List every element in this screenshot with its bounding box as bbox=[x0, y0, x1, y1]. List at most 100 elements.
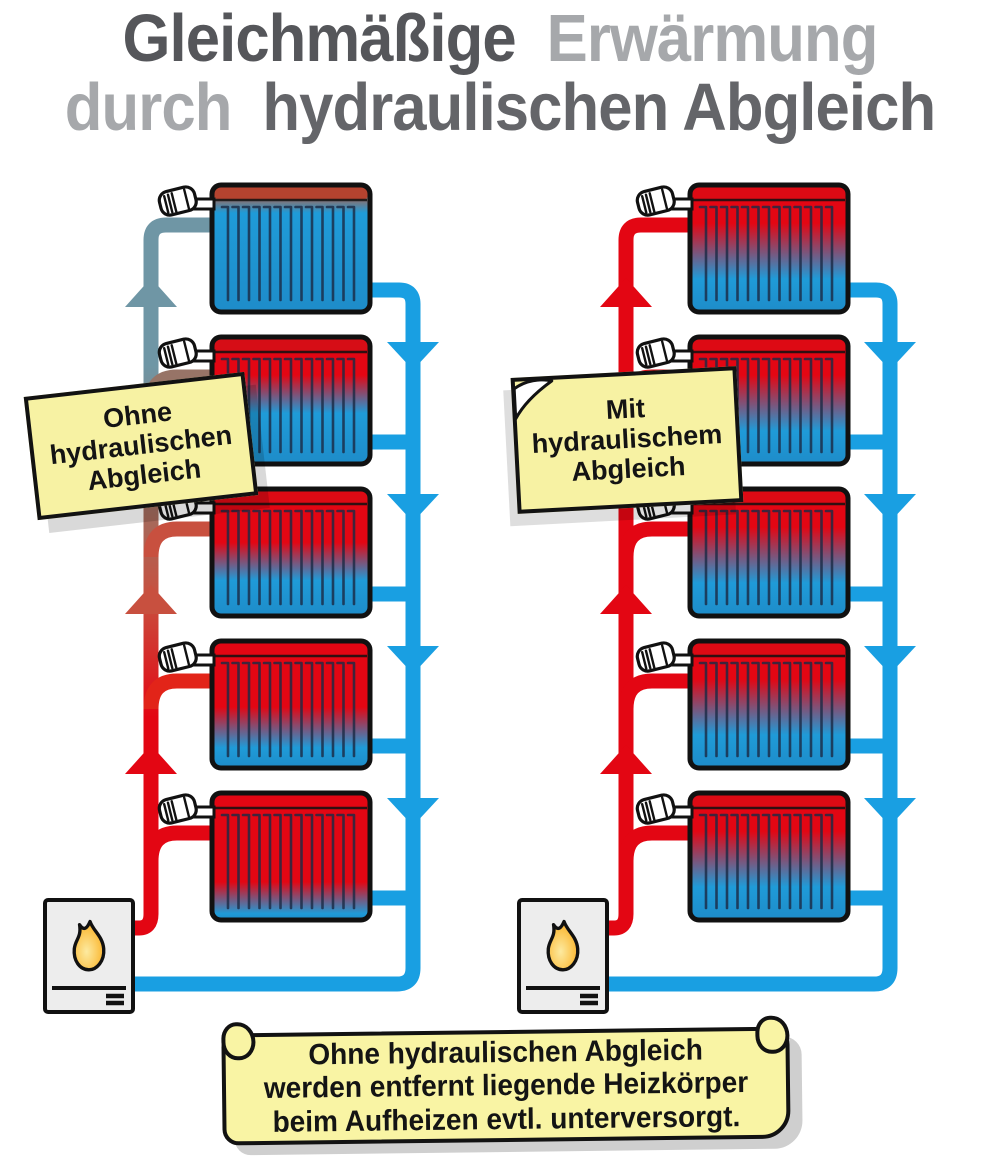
radiator-fins bbox=[220, 661, 356, 758]
right-return-pipe bbox=[607, 282, 898, 992]
radiator-outline bbox=[209, 182, 373, 315]
radiator-fins bbox=[220, 813, 356, 910]
thermostat-valve-icon bbox=[635, 185, 694, 217]
down-arrow-icon bbox=[387, 646, 439, 674]
valve-ridges bbox=[640, 188, 669, 214]
radiator-outline bbox=[209, 790, 373, 923]
left-supply-branch bbox=[143, 825, 226, 862]
up-arrow-icon bbox=[600, 278, 652, 307]
right-supply-branch bbox=[618, 825, 704, 862]
thermostat-valve-icon bbox=[157, 793, 216, 825]
thermostat-valve-icon bbox=[635, 641, 694, 673]
radiator-fins bbox=[698, 813, 834, 910]
up-arrow-icon bbox=[125, 585, 177, 614]
right-system-mit-hydraulischem-abgleich bbox=[517, 182, 916, 1014]
left-supply-branch bbox=[143, 673, 226, 710]
valve-ridges bbox=[162, 340, 191, 366]
path bbox=[72, 919, 106, 972]
up-arrow-icon bbox=[600, 585, 652, 614]
banner-line: Ohne hydraulischen Abgleich bbox=[308, 1033, 704, 1072]
radiator-top-rail bbox=[214, 339, 368, 352]
title-word-gleichmaessige: Gleichmäßige bbox=[122, 1, 517, 76]
radiator-fins bbox=[220, 357, 356, 454]
rect bbox=[157, 793, 198, 825]
valve-ridges bbox=[162, 644, 191, 670]
radiator-left-3 bbox=[209, 486, 373, 619]
note-ohne-abgleich: Ohne hydraulischen Abgleich bbox=[23, 371, 259, 521]
boiler-left bbox=[43, 898, 135, 1014]
radiator-fins bbox=[220, 205, 356, 302]
rect bbox=[635, 337, 676, 369]
down-arrow-icon bbox=[387, 342, 439, 370]
valve-ridges bbox=[640, 796, 669, 822]
radiator-top-rail bbox=[692, 643, 846, 656]
right-supply-branch bbox=[618, 521, 704, 558]
title-word-erwaermung: Erwärmung bbox=[546, 1, 879, 76]
note-line: Abgleich bbox=[570, 450, 687, 487]
radiator-top-rail bbox=[214, 643, 368, 656]
radiator-top-rail bbox=[692, 187, 846, 200]
boiler-equals-mark bbox=[580, 993, 598, 1006]
thermostat-valve-icon bbox=[157, 185, 216, 217]
left-return-pipe bbox=[133, 282, 421, 992]
title-word-hydr-abgleich: hydraulischen Abgleich bbox=[262, 70, 936, 145]
valve-ridges bbox=[640, 644, 669, 670]
down-arrow-icon bbox=[387, 798, 439, 826]
valve-ridges bbox=[162, 796, 191, 822]
radiator-fins bbox=[698, 205, 834, 302]
valve-head bbox=[157, 185, 198, 217]
radiator-outline bbox=[687, 638, 851, 771]
radiator-top-rail bbox=[692, 339, 846, 352]
radiator-outline bbox=[687, 486, 851, 619]
page-title: Gleichmäßige Erwärmung durch hydraulisch… bbox=[40, 4, 960, 142]
rect bbox=[157, 641, 198, 673]
radiator-outline bbox=[687, 182, 851, 315]
radiator-left-5 bbox=[209, 790, 373, 923]
radiator-right-3 bbox=[687, 486, 851, 619]
thermostat-valve-icon bbox=[157, 641, 216, 673]
up-arrow-icon bbox=[600, 745, 652, 774]
rect bbox=[635, 793, 676, 825]
rect bbox=[157, 185, 198, 217]
radiator-fins bbox=[220, 509, 356, 606]
rect bbox=[157, 337, 198, 369]
banner-caption: Ohne hydraulischen Abgleich werden entfe… bbox=[221, 1015, 791, 1146]
right-supply-branch bbox=[618, 673, 704, 710]
flame-icon bbox=[546, 919, 580, 972]
down-arrow-icon bbox=[387, 494, 439, 522]
radiator-fins bbox=[698, 509, 834, 606]
thermostat-valve-icon bbox=[635, 793, 694, 825]
radiator-left-1 bbox=[209, 182, 373, 315]
page-curl-icon bbox=[512, 378, 554, 421]
radiator-left-2 bbox=[209, 334, 373, 467]
title-line-1: Gleichmäßige Erwärmung bbox=[40, 4, 960, 73]
down-arrow-icon bbox=[864, 494, 916, 522]
left-system-ohne-hydraulischen-abgleich bbox=[43, 182, 439, 1014]
path bbox=[546, 919, 580, 972]
radiator-fins bbox=[698, 357, 834, 454]
note-mit-abgleich: Mit hydraulischem Abgleich bbox=[510, 366, 744, 514]
up-arrow-icon bbox=[125, 278, 177, 307]
thermostat-valve-icon bbox=[635, 337, 694, 369]
boiler-right bbox=[517, 898, 609, 1014]
valve-ridges bbox=[640, 340, 669, 366]
left-supply-branch bbox=[143, 521, 226, 558]
radiator-top-rail bbox=[214, 795, 368, 808]
valve-ridges bbox=[162, 492, 191, 518]
radiator-outline bbox=[209, 486, 373, 619]
thermostat-valve-icon bbox=[157, 337, 216, 369]
radiator-outline bbox=[209, 638, 373, 771]
down-arrow-icon bbox=[864, 342, 916, 370]
radiator-right-4 bbox=[687, 638, 851, 771]
title-line-2: durch hydraulischen Abgleich bbox=[40, 73, 960, 142]
radiator-fins bbox=[698, 661, 834, 758]
rect bbox=[635, 641, 676, 673]
left-supply-pipe bbox=[133, 217, 226, 936]
up-arrow-icon bbox=[125, 745, 177, 774]
down-arrow-icon bbox=[864, 646, 916, 674]
radiator-top-rail bbox=[214, 187, 368, 200]
valve-head bbox=[635, 793, 676, 825]
title-word-durch: durch bbox=[64, 70, 233, 145]
banner-line: beim Aufheizen evtl. unterversorgt. bbox=[272, 1099, 741, 1139]
